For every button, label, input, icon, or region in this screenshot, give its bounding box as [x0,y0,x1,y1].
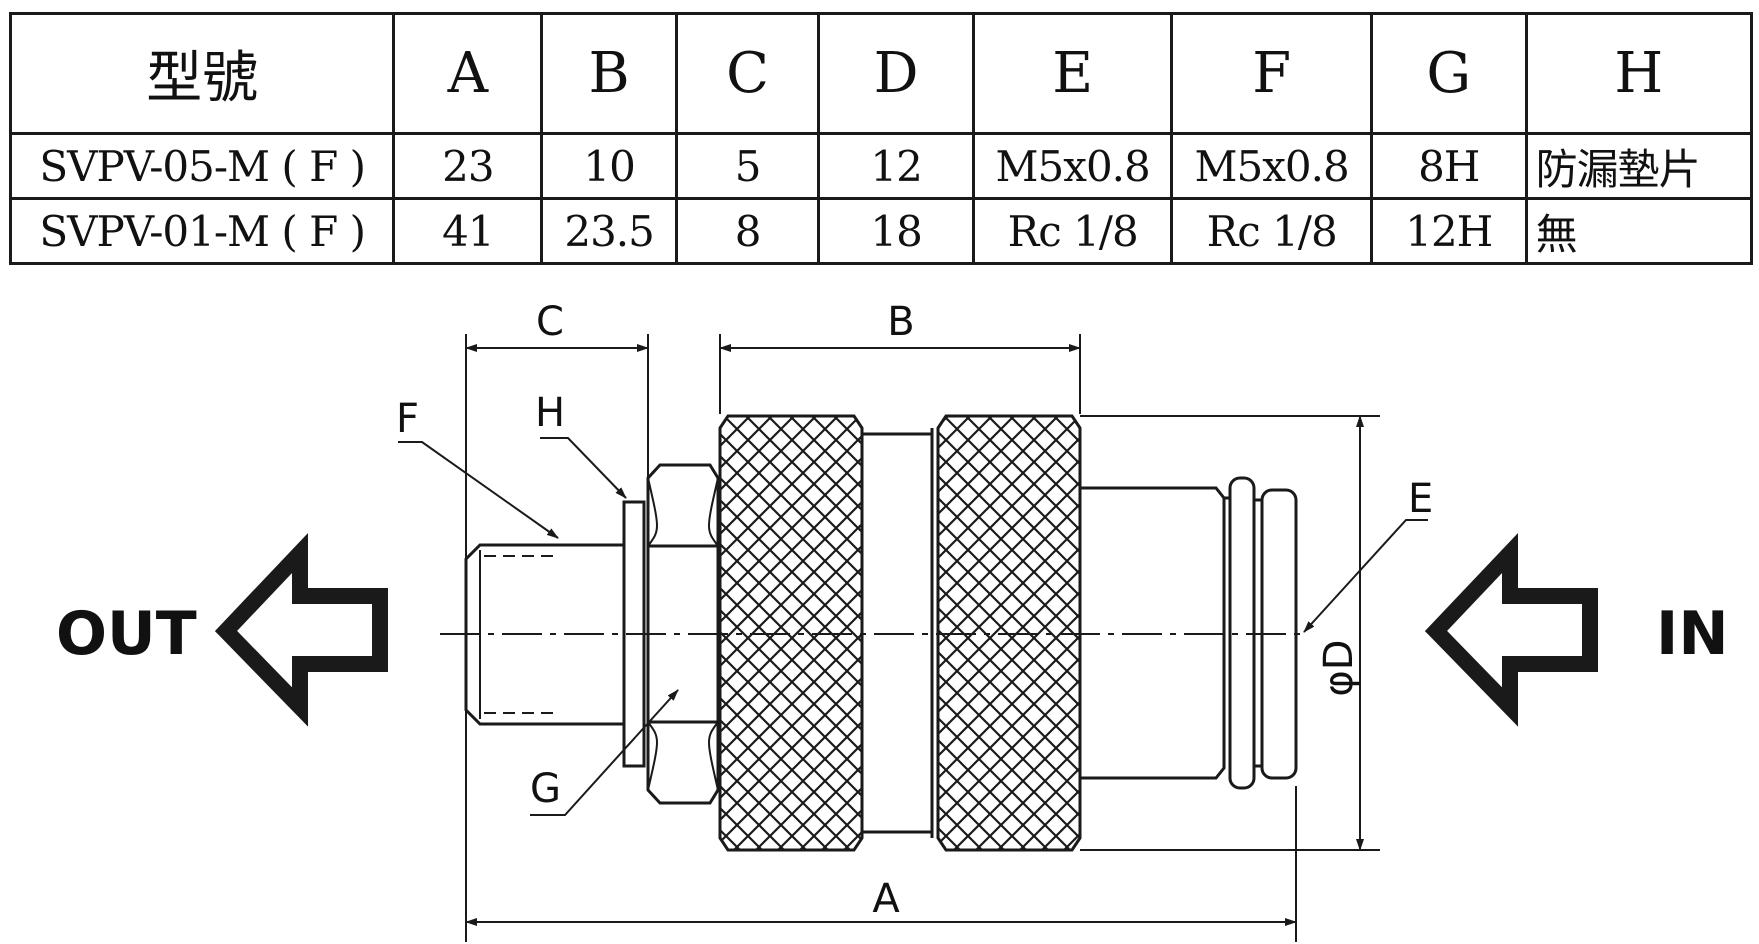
label-e: E [1408,476,1433,522]
fitting-drawing: C B A F H G E φD OUT IN [56,299,1729,942]
leader-e [1303,519,1428,633]
fitting-body [440,414,1300,852]
cell-h: 防漏墊片 [1524,132,1754,200]
header-d: D [817,12,975,135]
leader-f [398,441,559,539]
cell-h: 無 [1524,197,1754,265]
cell-c: 5 [674,132,821,200]
cell-b: 23.5 [540,197,678,265]
cell-e: Rc 1/8 [971,197,1174,265]
outlet-arrow-icon [214,532,388,727]
header-model: 型號 [8,12,396,135]
label-f: F [396,396,419,442]
table-row: SVPV-05-M ( F ) 23 10 5 12 M5x0.8 M5x0.8… [8,132,1754,200]
label-b: B [887,299,914,345]
header-h: H [1524,12,1754,135]
header-a: A [392,12,544,135]
leader-h [540,437,627,499]
inlet-label: IN [1656,599,1729,669]
cell-b: 10 [540,132,678,200]
table-row: SVPV-01-M ( F ) 41 23.5 8 18 Rc 1/8 Rc 1… [8,197,1754,265]
cell-f: Rc 1/8 [1170,197,1373,265]
header-f: F [1170,12,1373,135]
header-b: B [540,12,678,135]
flow-indicators: OUT IN [56,532,1729,727]
cell-g: 8H [1369,132,1528,200]
cell-e: M5x0.8 [971,132,1174,200]
label-a: A [872,876,900,922]
cell-model: SVPV-05-M ( F ) [8,132,396,200]
header-g: G [1369,12,1528,135]
dimension-labels: C B A F H G E φD [396,299,1433,922]
cell-d: 18 [817,197,975,265]
cell-a: 23 [392,132,544,200]
cell-model: SVPV-01-M ( F ) [8,197,396,265]
header-c: C [674,12,821,135]
cell-g: 12H [1369,197,1528,265]
outlet-label: OUT [56,599,197,669]
leader-g [530,689,679,816]
label-d: φD [1316,639,1362,696]
hex-nut [646,463,720,805]
header-e: E [971,12,1174,135]
cell-d: 12 [817,132,975,200]
cell-a: 41 [392,197,544,265]
label-g: G [530,766,561,812]
cell-c: 8 [674,197,821,265]
label-h: H [535,390,565,436]
table-header-row: 型號 A B C D E F G H [8,12,1754,135]
inlet-arrow-icon [1424,532,1598,727]
spec-table: 型號 A B C D E F G H SVPV-05-M ( F ) 23 10… [8,12,1754,265]
dimension-lines [398,334,1428,942]
cell-f: M5x0.8 [1170,132,1373,200]
inlet-plug [1078,486,1226,780]
label-c: C [536,299,564,345]
knurl-sleeve-left [718,414,864,852]
